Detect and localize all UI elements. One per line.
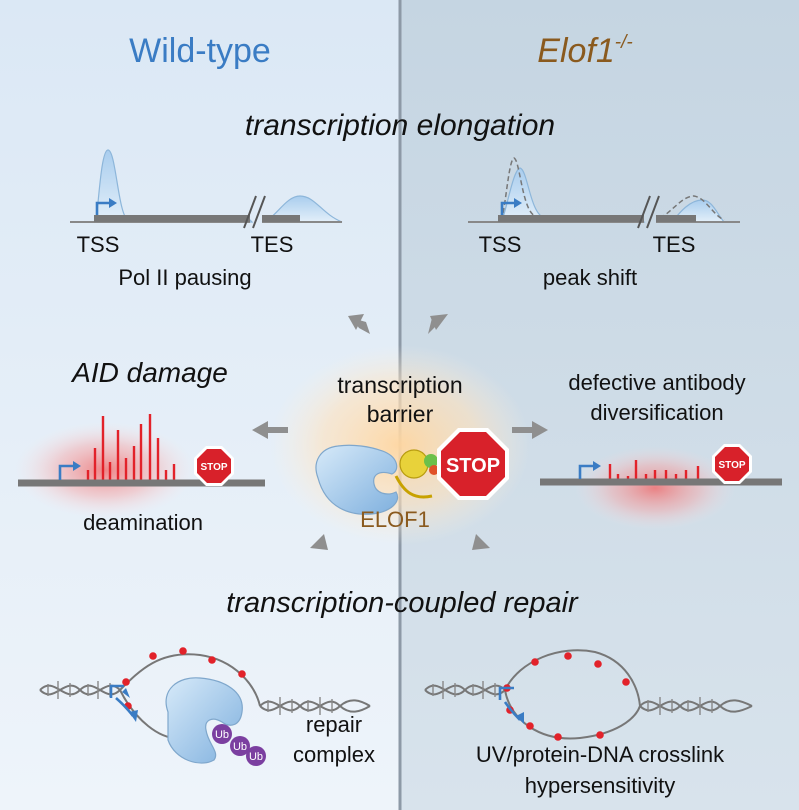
right-tss-label: TSS bbox=[479, 232, 522, 257]
elof1-label: ELOF1 bbox=[360, 507, 430, 532]
left-aid-tss-arrow bbox=[58, 464, 76, 480]
right-aid-stop-sign bbox=[712, 444, 752, 484]
ub-3: Ub bbox=[249, 751, 263, 763]
center-stop-text: STOP bbox=[446, 455, 500, 477]
left-tes-label: TES bbox=[251, 232, 294, 257]
right-panel-title-base: Elof1 bbox=[537, 32, 615, 70]
repair-complex-line1: repair bbox=[306, 712, 362, 737]
right-aid-stop-text: STOP bbox=[718, 460, 745, 471]
right-aid-tss-arrow bbox=[578, 464, 596, 479]
radiating-arrows bbox=[252, 314, 548, 550]
repair-complex bbox=[165, 677, 266, 766]
left-bubble-top bbox=[119, 653, 261, 707]
center-text-line1: transcription bbox=[337, 372, 462, 398]
right-panel-title-sup: -/- bbox=[615, 32, 633, 53]
ub-1: Ub bbox=[215, 729, 229, 741]
center-pol2-complex bbox=[315, 444, 439, 515]
left-helix-rungs bbox=[47, 681, 333, 715]
right-elongation-plot bbox=[468, 157, 740, 229]
right-helix-rungs bbox=[432, 681, 713, 715]
repair-complex-line2: complex bbox=[293, 742, 375, 767]
right-panel-title: Elof1-/- bbox=[537, 32, 632, 70]
left-panel-title: Wild-type bbox=[129, 32, 271, 70]
section-elongation-title: transcription elongation bbox=[245, 109, 555, 142]
right-elongation-caption: peak shift bbox=[543, 265, 637, 290]
ub-2: Ub bbox=[233, 741, 247, 753]
defective-diversification-line1: defective antibody bbox=[568, 370, 745, 395]
left-damage-glow bbox=[15, 422, 195, 518]
left-deamination-marks bbox=[86, 414, 176, 482]
right-damage-glow bbox=[575, 446, 735, 530]
center-text-line2: barrier bbox=[367, 401, 434, 427]
right-bubble-top bbox=[504, 649, 641, 707]
left-aid-stop-sign bbox=[194, 446, 234, 486]
left-aid-stop-text: STOP bbox=[200, 462, 227, 473]
right-dna-helix bbox=[424, 684, 753, 713]
hypersensitivity-line2: hypersensitivity bbox=[525, 773, 675, 798]
left-tss-label: TSS bbox=[77, 232, 120, 257]
left-elongation-caption: Pol II pausing bbox=[118, 265, 251, 290]
left-elongation-plot bbox=[70, 149, 343, 229]
hypersensitivity-line1: UV/protein-DNA crosslink bbox=[476, 742, 725, 767]
deamination-caption: deamination bbox=[83, 510, 203, 535]
defective-diversification-line2: diversification bbox=[590, 400, 723, 425]
right-tcr-tss-arrow bbox=[498, 686, 514, 700]
right-tes-label: TES bbox=[653, 232, 696, 257]
aid-damage-title: AID damage bbox=[70, 357, 228, 388]
center-stop-sign bbox=[437, 428, 509, 500]
section-tcr-title: transcription-coupled repair bbox=[226, 587, 579, 619]
